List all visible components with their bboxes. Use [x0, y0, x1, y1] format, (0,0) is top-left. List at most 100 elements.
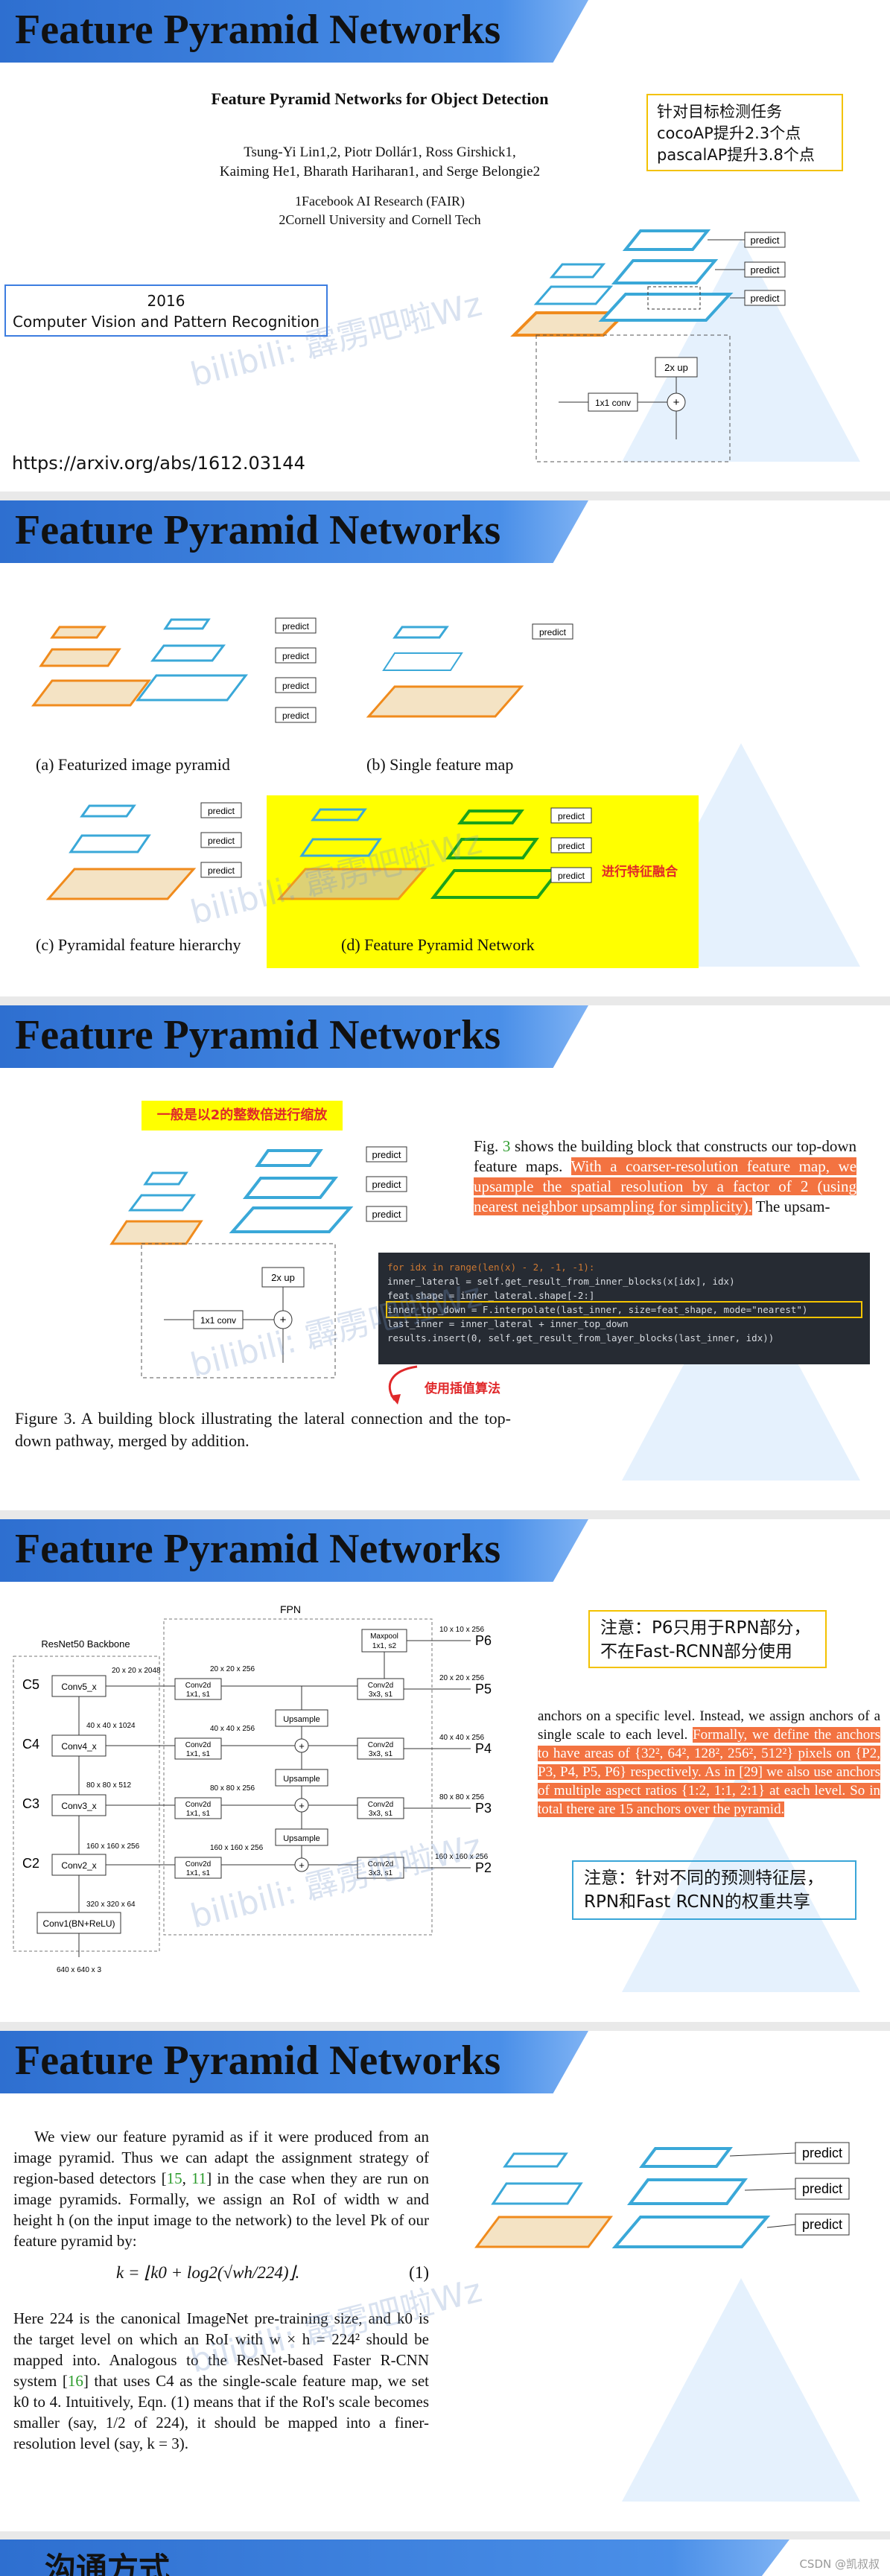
csdn-credit: CSDN @凯叔叔 — [799, 2557, 880, 2571]
slide-title: Feature Pyramid Networks — [15, 7, 501, 53]
slide-4: Feature Pyramid Networks FPN ResNet50 Ba… — [0, 1519, 890, 2022]
stage-c3: C3 Conv3_x 80 x 80 x 512 — [22, 1781, 131, 1816]
weight-note-line-2: RPN和Fast RCNN的权重共享 — [584, 1892, 810, 1912]
scale-note: 一般是以2的整数倍进行缩放 — [142, 1101, 343, 1130]
pyramid-a: predict predict predict predict — [31, 617, 317, 723]
arxiv-url[interactable]: https://arxiv.org/abs/1612.03144 — [12, 453, 305, 474]
citation-link[interactable]: 15 — [166, 2169, 182, 2187]
figure-caption: Figure 3. A building block illustrating … — [15, 1409, 511, 1450]
zoom-box: 2x up + 1x1 conv — [535, 334, 731, 462]
slide-2: Feature Pyramid Networks predict predict… — [0, 500, 890, 996]
predict-label: predict — [802, 2146, 842, 2160]
output-size: 80 x 80 x 256 — [439, 1793, 484, 1801]
predict-label: predict — [208, 806, 235, 816]
formula-expression: k = ⌊k0 + log2(√wh/224)⌋. — [116, 2263, 300, 2282]
feature-size: 20 x 20 x 2048 — [112, 1667, 161, 1675]
text-span: anchors on a specific level. Instead, we… — [538, 1708, 880, 1743]
formula-number: (1) — [409, 2263, 429, 2282]
upsample-label: Upsample — [283, 1715, 320, 1724]
affiliation-2: 2Cornell University and Cornell Tech — [279, 212, 481, 227]
title-banner — [0, 2031, 588, 2093]
stage-block: Conv5_x — [61, 1682, 96, 1692]
upsample-label: Upsample — [283, 1775, 320, 1784]
text-span: , — [182, 2169, 192, 2187]
conv-label: 1x1 conv — [200, 1315, 236, 1326]
authors-line-1: Tsung-Yi Lin1,2, Piotr Dollár1, Ross Gir… — [244, 144, 516, 160]
slide-title: Feature Pyramid Networks — [15, 1012, 501, 1058]
output-size: 20 x 20 x 256 — [439, 1674, 484, 1682]
fpn-block-diagram: predict predict predict 2x up + 1x1 conv — [510, 229, 786, 462]
stage-label: C5 — [22, 1677, 39, 1692]
input-size: 640 x 640 x 3 — [57, 1966, 101, 1974]
output-label: P5 — [475, 1682, 492, 1696]
lateral-size: 80 x 80 x 256 — [210, 1784, 255, 1793]
predict-label: predict — [750, 264, 779, 276]
predict-label: predict — [282, 681, 310, 691]
code-snippet: for idx in range(len(x) - 2, -1, -1): in… — [378, 1253, 870, 1364]
predict-label: predict — [372, 1209, 401, 1220]
svg-text:3x3, s1: 3x3, s1 — [369, 1869, 393, 1877]
affiliation-1: 1Facebook AI Research (FAIR) — [294, 194, 465, 209]
predict-label: predict — [558, 871, 585, 881]
predict-label: predict — [558, 811, 585, 821]
outputs: 10 x 10 x 256 20 x 20 x 256 40 x 40 x 25… — [404, 1626, 492, 1875]
stage-label: C3 — [22, 1796, 39, 1811]
svg-text:Conv2d: Conv2d — [185, 1682, 211, 1690]
output-size: 10 x 10 x 256 — [439, 1626, 484, 1634]
title-banner — [0, 0, 588, 63]
output-label: P6 — [475, 1633, 492, 1648]
predict-label: predict — [372, 1149, 401, 1160]
pyramid-right — [598, 229, 734, 322]
stem-block: Conv1(BN+ReLU) — [42, 1918, 115, 1929]
output-label: P2 — [475, 1860, 492, 1875]
lateral-size: 40 x 40 x 256 — [210, 1725, 255, 1733]
upsampling-paragraph: Fig. 3 shows the building block that con… — [474, 1136, 857, 1217]
note-line-1: 针对目标检测任务 — [657, 103, 782, 121]
note-line-2: cocoAP提升2.3个点 — [657, 124, 801, 142]
stage-c5: C5 Conv5_x 20 x 20 x 2048 — [22, 1667, 161, 1697]
svg-text:3x3, s1: 3x3, s1 — [369, 1691, 393, 1699]
feature-size: 40 x 40 x 1024 — [86, 1722, 136, 1730]
citation-link[interactable]: 11 — [191, 2169, 207, 2187]
predict-label: predict — [802, 2181, 842, 2196]
p6-note-line-1: 注意：P6只用于RPN部分， — [600, 1618, 811, 1638]
figure-ref[interactable]: 3 — [502, 1137, 511, 1155]
stage-block: Conv3_x — [61, 1801, 96, 1811]
feature-size: 160 x 160 x 256 — [86, 1842, 140, 1851]
venue-box: 2016 Computer Vision and Pattern Recogni… — [4, 284, 328, 337]
red-arrow — [388, 1365, 418, 1405]
fpn-roi-diagram: predict predict predict — [474, 2142, 850, 2248]
output-label: P3 — [475, 1801, 492, 1816]
output-label: P4 — [475, 1741, 492, 1756]
predict-label: predict — [539, 627, 567, 637]
caption-c: (c) Pyramidal feature hierarchy — [36, 935, 241, 954]
code-line-highlighted: inner_top_down = F.interpolate(last_inne… — [386, 1301, 862, 1318]
venue-name: Computer Vision and Pattern Recognition — [13, 313, 320, 331]
text-span: We view our feature pyramid as if it wer… — [13, 2128, 429, 2187]
weight-sharing-note: 注意：针对不同的预测特征层， RPN和Fast RCNN的权重共享 — [572, 1860, 856, 1920]
add-symbol: + — [299, 1860, 305, 1871]
slide-title: Feature Pyramid Networks — [15, 507, 501, 553]
pyramid-d: predict predict predict — [276, 807, 592, 900]
predict-label: predict — [802, 2217, 842, 2232]
pyramid-c: predict predict predict — [45, 802, 242, 900]
predict-label: predict — [750, 235, 779, 246]
citation-link[interactable]: 16 — [67, 2372, 83, 2390]
caption-a: (a) Featurized image pyramid — [36, 755, 230, 774]
output-size: 40 x 40 x 256 — [439, 1734, 484, 1742]
slide-6: 沟通方式 CSDN @凯叔叔 — [0, 2540, 890, 2576]
svg-text:1x1, s1: 1x1, s1 — [186, 1750, 211, 1758]
lateral-sizes: 20 x 20 x 256 40 x 40 x 256 80 x 80 x 25… — [210, 1665, 264, 1852]
conv-label: 1x1 conv — [595, 398, 631, 408]
pyramid-b: predict — [366, 623, 573, 718]
predict-label: predict — [282, 621, 310, 632]
anchor-paragraph: anchors on a specific level. Instead, we… — [538, 1707, 881, 1819]
svg-text:Conv2d: Conv2d — [185, 1801, 211, 1809]
p6-note-line-2: 不在Fast-RCNN部分使用 — [600, 1642, 792, 1661]
svg-text:Conv2d: Conv2d — [368, 1801, 393, 1809]
text-span: ] that uses C4 as the single-scale featu… — [13, 2372, 430, 2452]
add-symbol: + — [673, 396, 680, 409]
authors: Tsung-Yi Lin1,2, Piotr Dollár1, Ross Gir… — [149, 143, 611, 182]
predict-labels: predict predict predict — [708, 232, 786, 306]
